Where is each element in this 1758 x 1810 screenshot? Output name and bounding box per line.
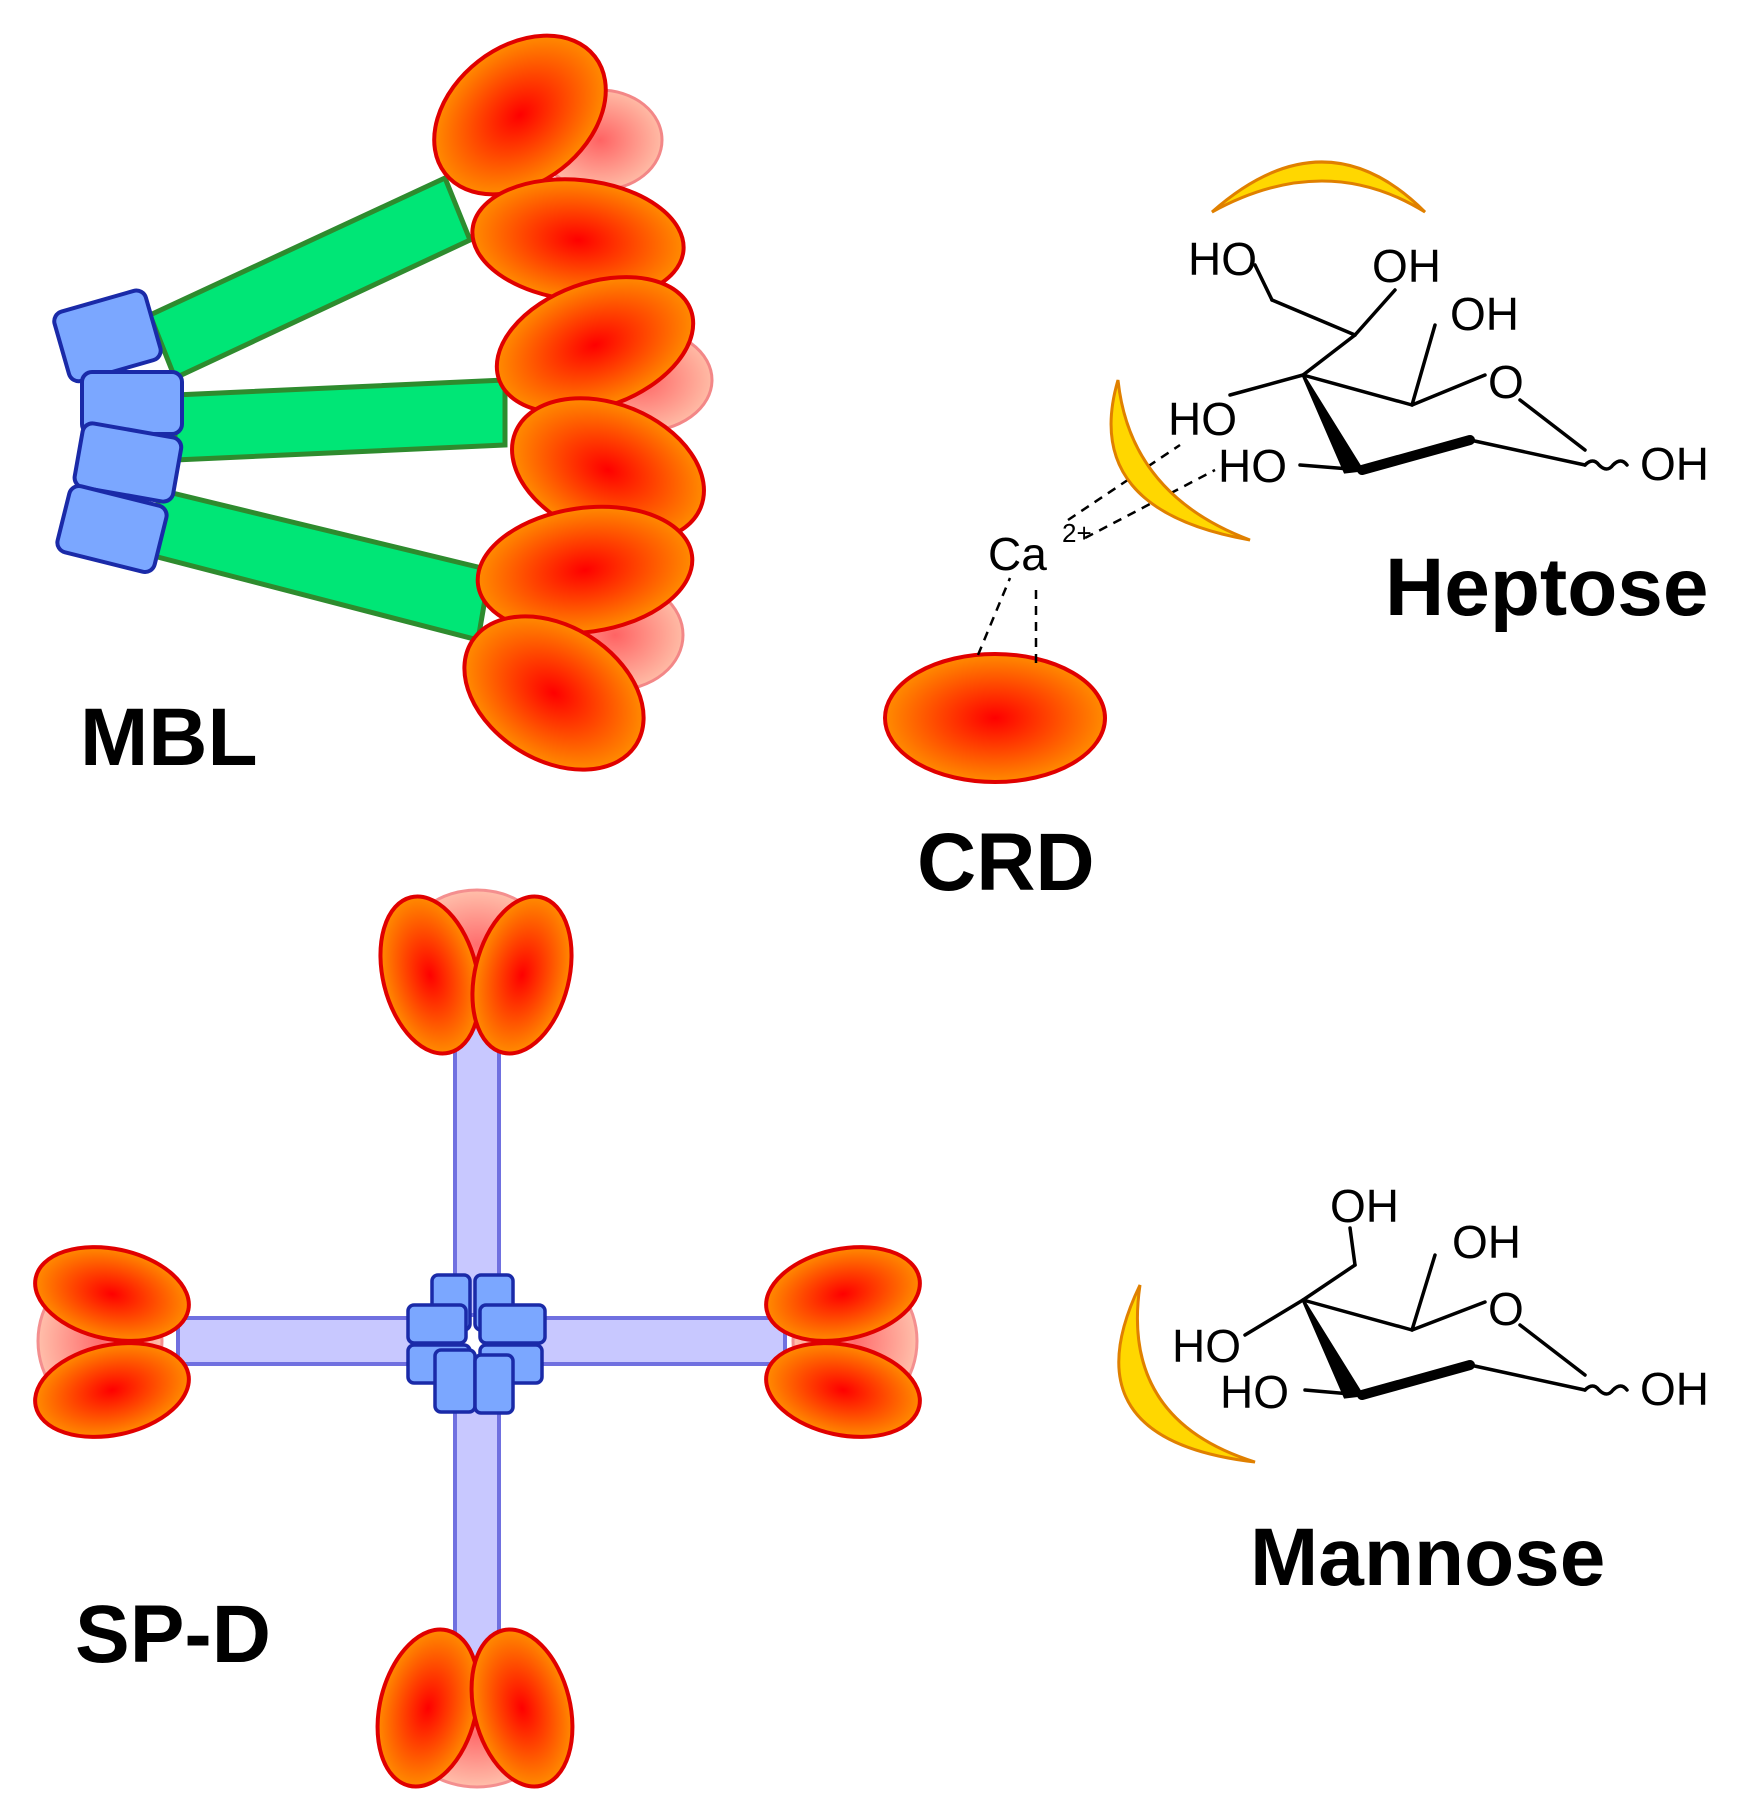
heptose-anomeric-oh: OH bbox=[1640, 438, 1709, 490]
spd-crd-right bbox=[764, 1245, 922, 1439]
mannose-ring-oxygen: O bbox=[1488, 1283, 1524, 1335]
crd-calcium-binding: Ca 2+ CRD bbox=[883, 443, 1216, 908]
heptose-oh-2: OH bbox=[1372, 240, 1441, 292]
heptose-binding-site-top bbox=[1211, 160, 1427, 214]
mbl-crd-heads bbox=[432, 33, 706, 772]
spd-dodecamer: SP-D bbox=[33, 888, 922, 1789]
heptose-label: Heptose bbox=[1385, 542, 1709, 633]
mbl-collagen-stalks bbox=[146, 174, 508, 644]
crd-label: CRD bbox=[917, 817, 1095, 908]
mbl-n-terminal-domains bbox=[52, 288, 184, 574]
calcium-ion: Ca bbox=[988, 528, 1047, 580]
heptose-oh-5: HO bbox=[1218, 440, 1287, 492]
mannose-binding-site bbox=[1117, 1284, 1256, 1464]
spd-crd-bottom bbox=[375, 1627, 575, 1789]
heptose-binding-site-side bbox=[1109, 379, 1251, 542]
spd-label: SP-D bbox=[75, 1589, 271, 1680]
mbl-label: MBL bbox=[80, 692, 258, 783]
heptose-ring-oxygen: O bbox=[1488, 356, 1524, 408]
spd-n-terminal-hub bbox=[406, 1273, 547, 1415]
mannose-structure: OH OH HO HO O OH Mannose bbox=[1117, 1180, 1709, 1603]
heptose-oh-3: OH bbox=[1450, 288, 1519, 340]
mannose-oh-4: HO bbox=[1220, 1366, 1289, 1418]
heptose-oh-4: HO bbox=[1168, 393, 1237, 445]
mannose-label: Mannose bbox=[1250, 1512, 1605, 1603]
spd-crd-left bbox=[33, 1245, 191, 1439]
mannose-oh-2: OH bbox=[1452, 1216, 1521, 1268]
spd-collagen-stalks bbox=[176, 1008, 787, 1677]
heptose-oh-1: HO bbox=[1188, 233, 1257, 285]
calcium-charge: 2+ bbox=[1062, 518, 1092, 548]
mbl-oligomer: MBL bbox=[52, 33, 714, 783]
spd-crd-top bbox=[378, 894, 574, 1056]
mannose-anomeric-oh: OH bbox=[1640, 1363, 1709, 1415]
crd-domain bbox=[883, 652, 1107, 784]
mannose-oh-1: OH bbox=[1330, 1180, 1399, 1232]
heptose-structure: HO OH OH HO HO O OH Heptose bbox=[1109, 160, 1709, 633]
mannose-oh-3: HO bbox=[1172, 1320, 1241, 1372]
